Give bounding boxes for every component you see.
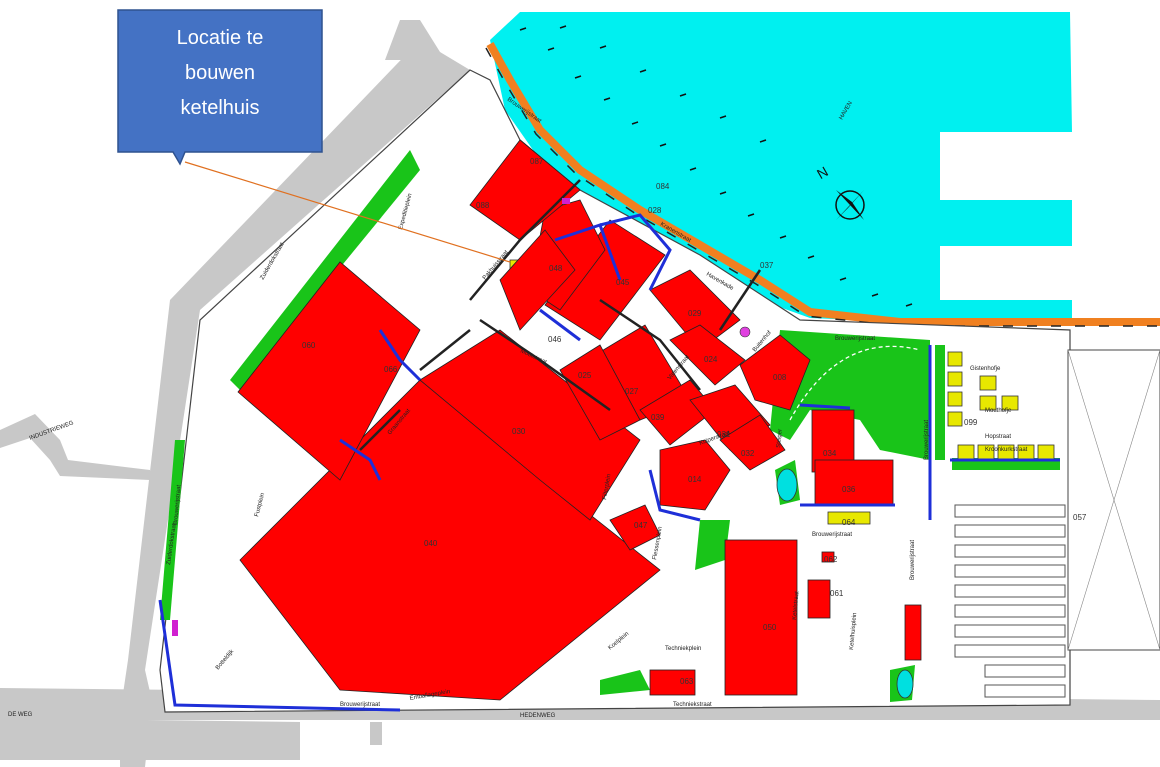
building-064 [904, 604, 922, 661]
street-brouwerijstraat-mid: Brouwerijstraat [812, 532, 852, 538]
building-036 [814, 459, 894, 506]
building-050 [724, 539, 798, 696]
building-030 [419, 329, 641, 521]
building-029 [649, 269, 741, 351]
buildings [237, 139, 922, 701]
street-brouwerijstraat-v2: Brouwerijstraat [910, 540, 916, 580]
street-mouthofje: Mouthofje [985, 408, 1012, 414]
label-014: 014 [688, 475, 702, 484]
parking-area [954, 504, 1066, 698]
street-steiger: Steiger [776, 429, 784, 448]
label-045: 045 [616, 278, 630, 287]
street-filterplein: Filterplein [602, 474, 612, 501]
label-034: 034 [823, 449, 837, 458]
magenta-point [739, 326, 751, 338]
street-flessenplein: Flessenplein [652, 526, 664, 560]
label-040: 040 [424, 539, 438, 548]
street-brouwerijstraat-v1: Brouwerijstraat [924, 420, 930, 460]
building-032 [719, 414, 786, 471]
building-063 [649, 669, 696, 696]
street-techniekstraat: Techniekstraat [673, 702, 712, 708]
callout-pointer-line [184, 161, 511, 263]
street-ketelstraat: Ketelstraat [792, 591, 801, 620]
building-047 [609, 504, 661, 551]
street-kroonkurkstraat: Kroonkurkstraat [985, 447, 1028, 453]
label-048: 048 [549, 264, 563, 273]
label-064: 064 [842, 518, 856, 527]
street-brouwerijstraat-south: Brouwerijstraat [340, 702, 380, 708]
callout-box: Locatie te bouwen ketelhuis [117, 9, 323, 166]
label-066: 066 [384, 365, 398, 374]
street-gistenhofje: Gistenhofje [970, 366, 1001, 372]
magenta-mark-2 [172, 620, 178, 636]
label-028: 028 [648, 206, 662, 215]
label-087: 087 [530, 157, 544, 166]
street-brouwerijstraat-west: Brouwerijstraat [173, 484, 182, 525]
building-numbers: 087 088 084 028 037 045 046 048 029 024 … [302, 157, 1087, 686]
building-087 [469, 139, 581, 241]
street-weg-left: DE WEG [8, 712, 33, 718]
magenta-mark [562, 198, 570, 204]
street-techniekplein: Techniekplein [665, 646, 701, 652]
label-061: 061 [830, 589, 844, 598]
label-046: 046 [548, 335, 562, 344]
label-047: 047 [634, 521, 648, 530]
north-arrow: N [814, 163, 865, 220]
green-arc [789, 345, 921, 421]
building-014 [659, 439, 731, 511]
label-099: 099 [964, 418, 978, 427]
callout-line-2: bouwen [185, 62, 255, 84]
label-027: 027 [625, 387, 639, 396]
label-084: 084 [656, 182, 670, 191]
label-039: 039 [651, 413, 665, 422]
label-037: 037 [760, 261, 774, 270]
building-060 [237, 261, 421, 481]
building-046 [499, 229, 576, 331]
callout-line-1: Locatie te [177, 27, 264, 49]
building-025 [559, 344, 641, 441]
building-008 [739, 334, 811, 411]
label-031: 031 [717, 430, 731, 439]
quay-edge [486, 42, 1160, 326]
blue-routes [158, 213, 1060, 712]
pond-2 [896, 669, 914, 699]
street-brouwerijstraat-east: Brouwerijstraat [835, 336, 875, 342]
label-025: 025 [578, 371, 592, 380]
street-zuiderdokstraat: Zuiderdokstraat [166, 523, 178, 565]
street-ketelhuisplein: Ketelhuisplein [849, 612, 858, 650]
harbour-water [490, 12, 1072, 322]
label-063: 063 [680, 677, 694, 686]
street-hopstraat: Hopstraat [985, 434, 1011, 440]
label-050: 050 [763, 623, 777, 632]
label-057: 057 [1073, 513, 1087, 522]
water-marks [519, 25, 913, 307]
label-036: 036 [842, 485, 856, 494]
label-062: 062 [824, 555, 838, 564]
building-062 [821, 551, 835, 563]
label-032: 032 [741, 449, 755, 458]
building-061 [807, 579, 831, 619]
pipelines [359, 179, 762, 451]
label-030: 030 [512, 427, 526, 436]
building-024 [669, 324, 746, 386]
label-060: 060 [302, 341, 316, 350]
label-088: 088 [476, 201, 490, 210]
pond [776, 468, 798, 502]
label-029: 029 [688, 309, 702, 318]
callout-line-3: ketelhuis [181, 97, 260, 119]
street-heldenweg: HEDENWEG [520, 713, 556, 719]
label-008: 008 [773, 373, 787, 382]
label-024: 024 [704, 355, 718, 364]
